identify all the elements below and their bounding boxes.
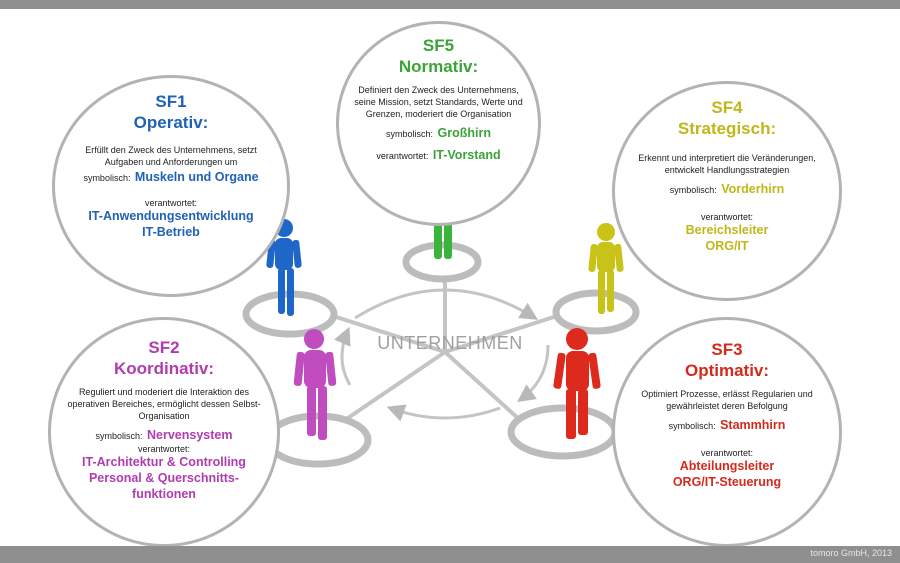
sf1-code: SF1 [155,92,187,111]
sf2-responsible-line: IT-Architektur & Controlling [82,455,246,469]
sf2-symbolic-label: symbolisch: [95,431,143,441]
sf1-responsible-line: IT-Betrieb [142,225,200,239]
sf1-responsible-line: IT-Anwendungsentwicklung [88,209,254,223]
sf4-symbolic-label: symbolisch: [669,185,717,195]
sf1-symbolic-label: symbolisch: [83,173,131,183]
sf5-responsible-label: verantwortet: [376,151,429,161]
flow-arrow-bottom [386,404,501,422]
sf4-title: Strategisch: [677,119,777,138]
sf4-responsible-label: verantwortet: [700,212,754,222]
spoke-sf4 [443,313,562,354]
sf1-bubble: SF1 Operativ: Erfüllt den Zweck des Unte… [52,75,290,297]
figure-yellow [588,223,624,314]
sf2-responsible-line: funktionen [132,487,196,501]
sf2-symbolic-value: Nervensystem [147,428,233,442]
sf3-description: Optimiert Prozesse, erlässt Regularien u… [641,389,813,411]
sf3-responsible-line: Abteilungsleiter [679,459,775,473]
sf2-description: Reguliert und moderiert die Interaktion … [67,387,261,421]
spoke-sf1 [328,313,447,354]
sf3-bubble: SF3 Optimativ: Optimiert Prozesse, erläs… [612,317,842,547]
sf3-title: Optimativ: [684,361,770,380]
sf1-title: Operativ: [133,113,209,132]
sf4-code: SF4 [711,98,743,117]
sf5-symbolic-value: Großhirn [437,126,491,140]
flow-arrow-left [334,326,352,386]
base-ring-sf3 [507,404,619,460]
sf4-responsible-line: Bereichsleiter [685,223,769,237]
sf3-responsible-line: ORG/IT-Steuerung [672,475,782,489]
spoke-sf3 [443,350,522,422]
sf1-responsible-label: verantwortet: [144,198,198,208]
sf3-code: SF3 [711,340,743,359]
flow-arrow-right [517,344,550,403]
sf5-code: SF5 [422,36,455,55]
sf5-bubble: SF5 Normativ: Definiert den Zweck des Un… [336,21,541,226]
sf3-symbolic-label: symbolisch: [668,421,716,431]
figure-purple [293,329,337,440]
sf1-description: Erfüllt den Zweck des Unternehmens, setz… [85,145,257,167]
base-ring-sf4 [552,289,640,335]
sf5-responsible-value: IT-Vorstand [432,148,501,162]
sf5-description: Definiert den Zweck des Unternehmens, se… [354,85,523,119]
sf5-title: Normativ: [398,57,479,76]
sf2-responsible-line: Personal & Querschnitts- [88,471,240,485]
center-label: UNTERNEHMEN [377,333,523,353]
figure-blue [266,219,302,316]
sf4-responsible-line: ORG/IT [705,239,749,253]
spoke-sf2 [343,350,447,422]
sf2-title: Koordinativ: [113,359,215,378]
sf3-responsible-label: verantwortet: [700,448,754,458]
top-bar [0,0,900,9]
sf4-bubble: SF4 Strategisch: Erkennt und interpretie… [612,81,842,301]
sf4-description: Erkennt und interpretiert die Veränderun… [638,153,816,175]
sf1-symbolic-value: Muskeln und Organe [134,170,259,184]
sf2-code: SF2 [148,338,180,357]
sf3-symbolic-value: Stammhirn [720,418,786,432]
figure-red [553,328,601,439]
sf2-bubble: SF2 Koordinativ: Reguliert und moderiert… [48,317,280,547]
sf5-symbolic-label: symbolisch: [386,129,434,139]
bottom-bar: tomoro GmbH, 2013 [0,546,900,563]
copyright-credit: tomoro GmbH, 2013 [810,548,892,558]
sf2-responsible-label: verantwortet: [137,444,191,454]
sf4-symbolic-value: Vorderhirn [721,182,785,196]
